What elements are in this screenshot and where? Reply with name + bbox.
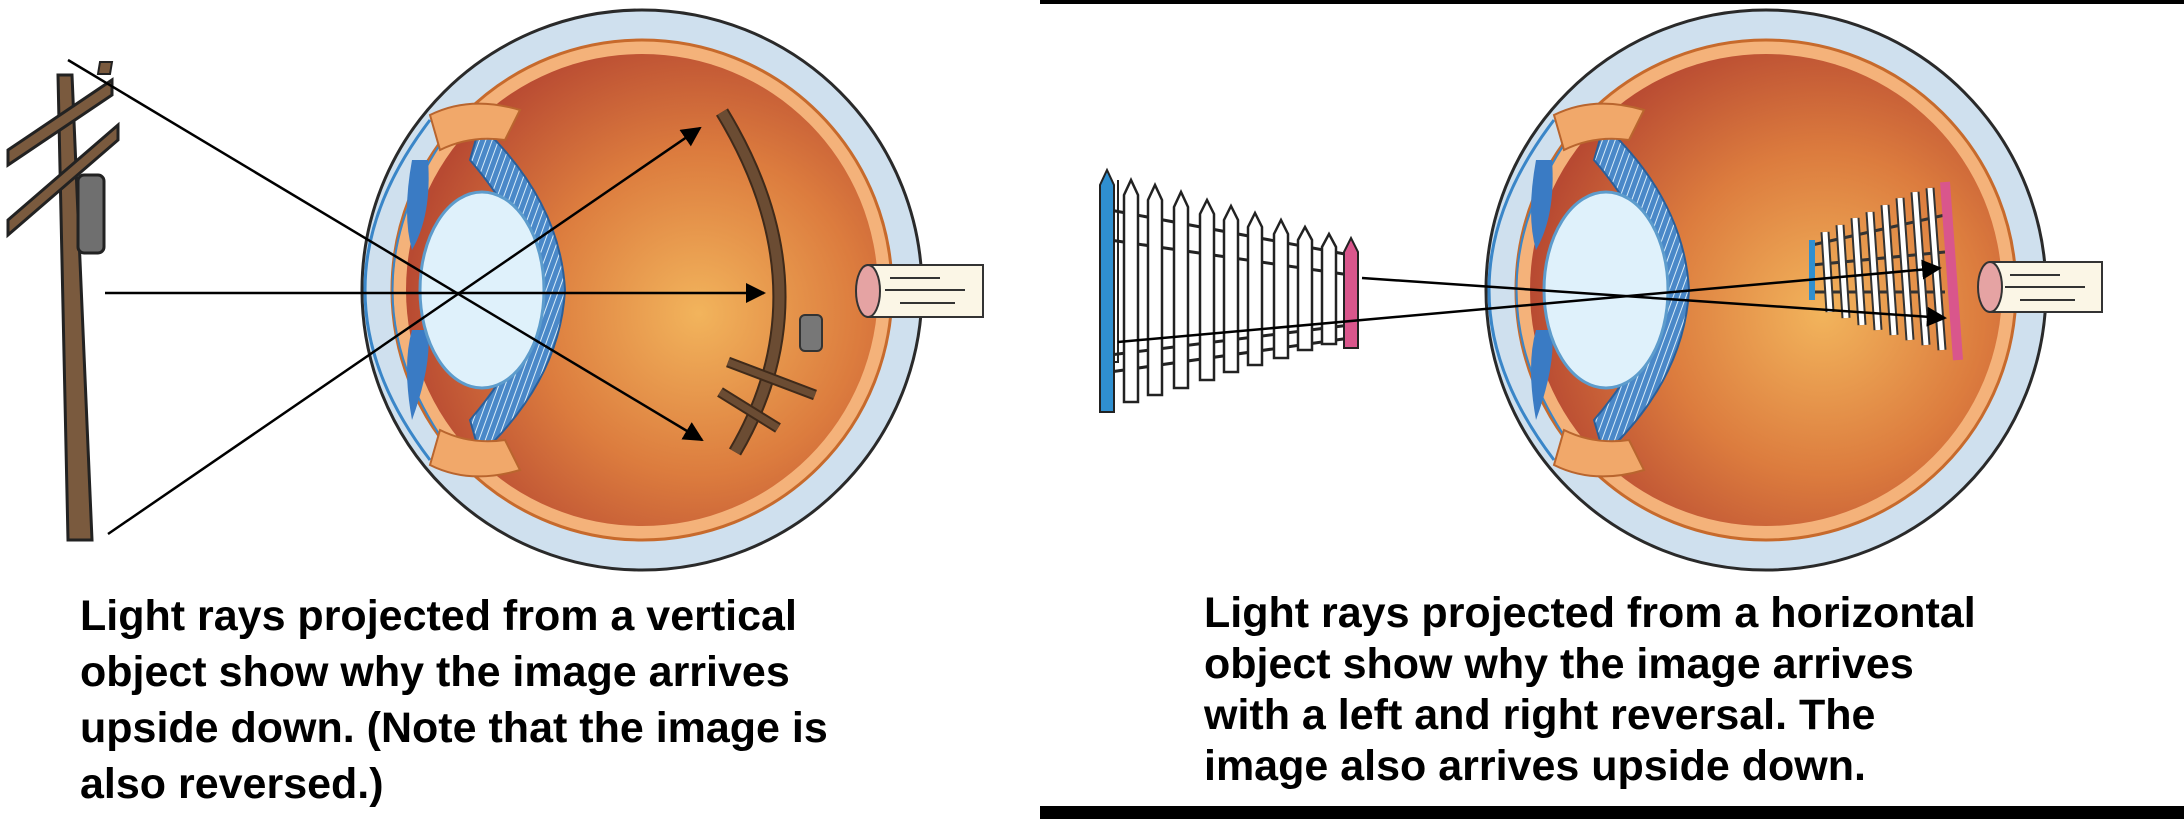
light-rays bbox=[67, 58, 766, 536]
utility-pole-object bbox=[6, 61, 120, 542]
caption-horizontal-object: Light rays projected from a horizontal o… bbox=[1204, 589, 1976, 790]
cornea bbox=[363, 119, 432, 461]
picket-fence-object bbox=[1099, 167, 1359, 413]
vitreous-interior bbox=[1530, 54, 2002, 526]
eye-diagram-vertical bbox=[6, 8, 984, 572]
light-rays bbox=[1117, 259, 1947, 344]
lens bbox=[418, 190, 546, 390]
optic-nerve bbox=[1977, 261, 2103, 313]
caption-vertical-object: Light rays projected from a vertical obj… bbox=[80, 592, 828, 808]
cornea bbox=[1487, 119, 1556, 461]
iris-top bbox=[407, 160, 429, 250]
eye-diagram-horizontal bbox=[1099, 8, 2103, 572]
ray-right-post bbox=[1361, 276, 1947, 327]
frame-border-bottom bbox=[1040, 806, 2184, 819]
ray-bottom-to-top bbox=[107, 126, 702, 536]
ray-top-to-bottom bbox=[67, 58, 704, 442]
panel-horizontal-object: Light rays projected from a horizontal o… bbox=[1040, 0, 2184, 819]
ciliary-rim bbox=[1552, 102, 1646, 152]
lens bbox=[1542, 190, 1670, 390]
ciliary-rim-bottom bbox=[428, 428, 522, 478]
frame-border-top bbox=[1040, 0, 2184, 4]
panel-vertical-object: Light rays projected from a vertical obj… bbox=[0, 0, 1040, 819]
optic-nerve bbox=[855, 264, 984, 318]
retinal-image-reversed-fence bbox=[1809, 181, 1963, 361]
iris-top bbox=[1531, 160, 1553, 250]
iris-bottom bbox=[407, 330, 429, 420]
retinal-image-inverted-pole bbox=[716, 108, 823, 456]
ciliary-rim-bottom bbox=[1552, 428, 1646, 478]
ciliary-rim bbox=[428, 102, 522, 152]
ray-left-post bbox=[1117, 259, 1942, 344]
iris-bottom bbox=[1531, 330, 1553, 420]
